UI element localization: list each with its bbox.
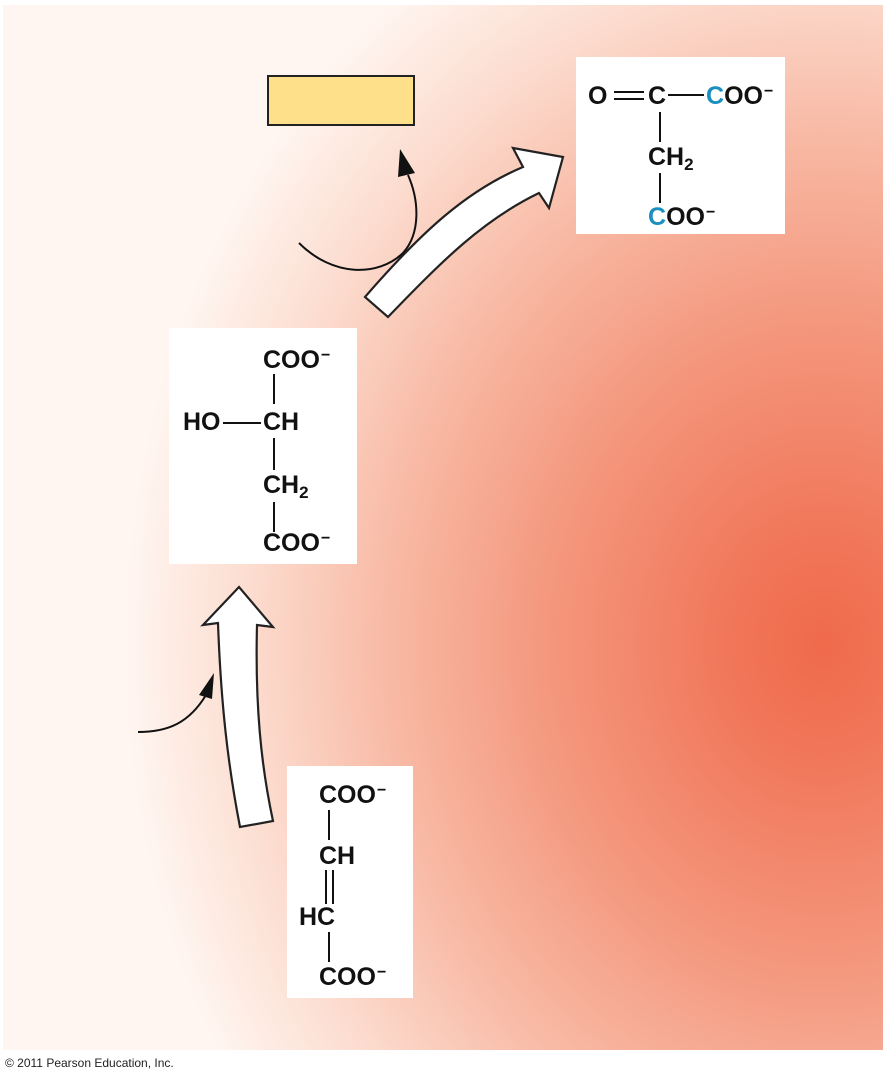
bond-coo-ch [273,374,275,404]
diagram-canvas: O C COO− CH2 COO− COO− HO CH CH2 COO− CO… [3,5,883,1050]
labeled-carbon-right: C [706,82,725,110]
fumarate-hc: HC [299,903,336,931]
copyright-notice: © 2011 Pearson Education, Inc. [5,1056,174,1070]
bond-ch-ch2 [273,438,275,470]
oxaloacetate-carboxyl-bottom: COO− [648,203,716,231]
double-bond-right [332,870,334,904]
fumarate-carboxyl-bottom: COO− [319,963,387,991]
bond-ch2-coo [659,173,661,203]
labeled-carbon-bottom: C [648,203,667,231]
malate-ch: CH [263,408,300,436]
bond-c-c-horizontal [668,94,704,96]
oxaloacetate-carbonyl-carbon: C [648,82,667,110]
fumarate-carboxyl-top: COO− [319,781,387,809]
input-arrow-water-head [199,673,214,699]
reaction-arrow-hydration [200,585,276,829]
input-arrow-water [137,694,207,733]
bond-coo-ch [328,810,330,840]
output-arrow-cofactor [298,174,418,271]
oxaloacetate-carboxyl-right: COO− [706,82,774,110]
fumarate-ch: CH [319,842,356,870]
molecule-oxaloacetate: O C COO− CH2 COO− [576,57,785,234]
malate-ch2: CH2 [263,471,309,502]
molecule-malate: COO− HO CH CH2 COO− [169,328,357,564]
cofactor-placeholder-box [267,75,415,126]
output-arrow-cofactor-head [398,149,415,177]
double-bond-co-top [614,91,644,93]
arrows-layer [137,146,565,829]
oxaloacetate-oxygen: O [588,82,608,110]
bond-ch2-coo [273,502,275,532]
malate-carboxyl-top: COO− [263,346,331,374]
bond-c-ch2 [659,112,661,142]
malate-carboxyl-bottom: COO− [263,529,331,557]
oxaloacetate-ch2: CH2 [648,143,694,174]
bond-hc-coo [328,932,330,962]
molecule-fumarate: COO− CH HC COO− [287,766,413,998]
malate-hydroxyl: HO [183,408,221,436]
double-bond-left [325,870,327,904]
reaction-arrow-oxidation [363,146,565,319]
double-bond-co-bottom [614,98,644,100]
bond-ho-ch [223,422,261,424]
